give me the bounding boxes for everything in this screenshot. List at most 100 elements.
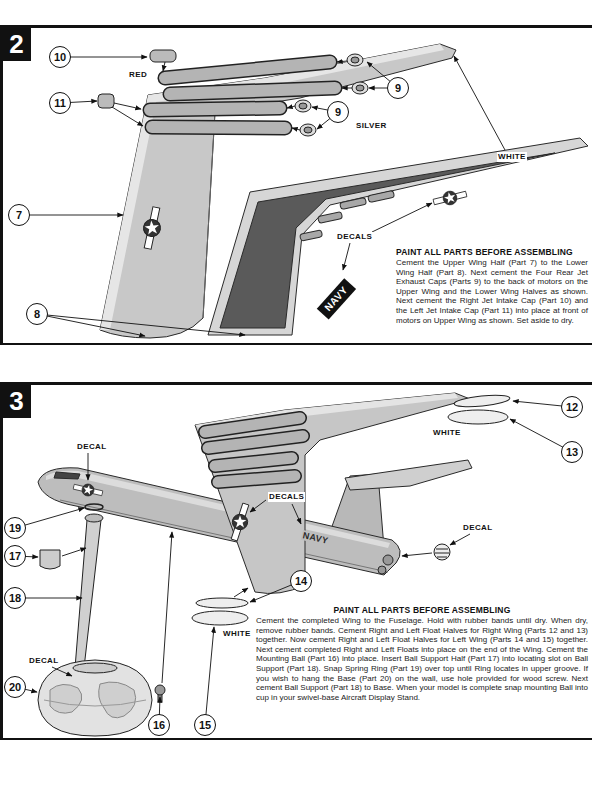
star-insignia-decal <box>72 481 103 499</box>
star-insignia-decal <box>139 187 468 250</box>
engine-nacelle <box>208 436 303 448</box>
leader-line <box>162 532 172 683</box>
leader-line <box>205 627 214 725</box>
engine-nacelle <box>170 88 335 94</box>
lower-wing <box>300 230 323 241</box>
leader-line <box>450 534 470 545</box>
display-stand <box>50 684 82 713</box>
engine-nacelle <box>218 476 295 482</box>
leader-line <box>234 588 248 597</box>
lower-wing <box>208 138 588 335</box>
display-stand <box>44 700 146 706</box>
engine-nacelle <box>215 458 292 466</box>
wing-assembly <box>195 393 470 593</box>
number-text: 11 <box>54 98 66 109</box>
leader-line <box>342 88 352 89</box>
engine-nacelle <box>150 62 335 128</box>
round-decal <box>435 549 449 557</box>
display-stand <box>38 660 152 736</box>
leader-line <box>62 548 86 556</box>
mounting-ball <box>155 685 165 695</box>
display-stand <box>99 682 136 718</box>
leader-line <box>372 203 432 232</box>
navy-decal: NAVY <box>317 279 356 320</box>
fuselage <box>378 566 386 574</box>
instruction-body: Cement the completed Wing to the Fuselag… <box>256 616 588 702</box>
number-text: 14 <box>295 576 307 587</box>
tail-stabilizer <box>345 460 472 490</box>
engine-nacelle <box>215 458 292 466</box>
leader-line <box>114 103 141 109</box>
engine-nacelle <box>150 108 280 110</box>
engine-nacelle <box>205 418 300 432</box>
hull-lettering: NAVY <box>301 530 330 546</box>
exhaust-cap <box>351 57 359 63</box>
leader-line <box>337 61 347 62</box>
callout-number: 14 <box>290 570 312 592</box>
step-number: 2 <box>2 27 31 61</box>
instruction-panel: 210119978PAINT ALL PARTS BEFORE ASSEMBLI… <box>0 25 592 345</box>
leader-line <box>37 314 145 336</box>
number-text: 17 <box>9 551 21 562</box>
exhaust-cap <box>300 124 316 136</box>
exhaust-cap <box>299 103 307 109</box>
round-decal <box>434 544 450 560</box>
leader-line <box>287 106 295 108</box>
display-stand <box>85 504 103 510</box>
leader-line <box>163 62 165 71</box>
instruction-heading: PAINT ALL PARTS BEFORE ASSEMBLING <box>256 605 588 616</box>
callout-number: 20 <box>4 676 26 698</box>
decal-note: DECAL <box>28 656 60 666</box>
fuselage <box>60 500 388 572</box>
fuselage <box>383 555 393 565</box>
paint-note: RED <box>128 70 148 80</box>
lower-wing <box>340 197 367 209</box>
display-stand <box>73 663 117 673</box>
wing-assembly <box>195 393 470 593</box>
callout-number: 19 <box>4 517 26 539</box>
callout-number: 10 <box>49 46 71 68</box>
number-text: 12 <box>566 402 578 413</box>
display-stand <box>40 550 60 569</box>
number-text: 7 <box>16 210 22 221</box>
number-text: 2 <box>9 31 23 57</box>
paint-note: WHITE <box>497 152 527 162</box>
upper-wing <box>203 112 215 318</box>
leader-line <box>402 553 432 556</box>
callout-number: 18 <box>4 587 26 609</box>
callout-number: 17 <box>4 545 26 567</box>
callout-number: 15 <box>194 714 216 736</box>
exhaust-cap <box>356 85 364 91</box>
intake-cap <box>98 94 114 108</box>
callout-number: 12 <box>561 396 583 418</box>
number-text: 15 <box>199 720 211 731</box>
tail-stabilizer <box>345 460 472 490</box>
number-text: 16 <box>153 720 165 731</box>
star-insignia-decal <box>139 206 164 251</box>
callout-number: 16 <box>148 714 170 736</box>
callout-number: 9 <box>387 77 409 99</box>
wing-float <box>196 598 248 608</box>
number-text: 8 <box>34 309 40 320</box>
leader-line <box>52 667 72 676</box>
number-text: 9 <box>395 83 401 94</box>
star-insignia-decal <box>432 187 468 208</box>
engine-nacelle <box>208 436 303 448</box>
leader-line <box>292 128 300 130</box>
engine-nacelle <box>150 108 280 110</box>
leader-line <box>60 57 147 58</box>
leader-line <box>88 453 89 480</box>
instruction-heading: PAINT ALL PARTS BEFORE ASSEMBLING <box>396 247 588 258</box>
leader-line <box>343 243 350 270</box>
intake-cap <box>150 50 176 62</box>
step-number: 3 <box>2 384 31 418</box>
engine-nacelle <box>165 62 330 78</box>
lower-wing <box>208 138 588 335</box>
star-insignia-decal <box>227 502 253 543</box>
engine-nacelle <box>152 127 285 128</box>
intake-cap <box>98 50 176 108</box>
instruction-panel: 3121319171814201615PAINT ALL PARTS BEFOR… <box>0 382 592 740</box>
callout-number: 8 <box>26 303 48 325</box>
exhaust-cap <box>352 82 368 94</box>
